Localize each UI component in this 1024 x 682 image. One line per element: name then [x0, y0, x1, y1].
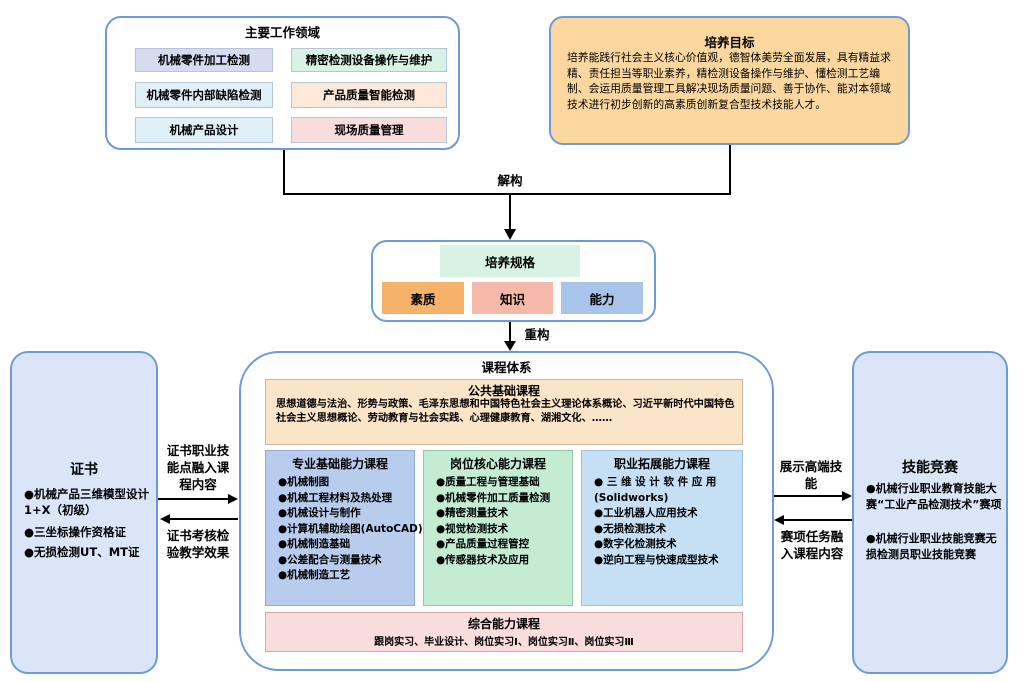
course-item: ●精密测量技术 [436, 507, 509, 519]
training-spec-box: 培养规格 素质 知识 能力 [371, 240, 656, 322]
course-item: ● 三 维 设 计 软 件 应 用 [594, 476, 717, 488]
work-area-tag: 现场质量管理 [291, 117, 447, 143]
certificate-item: ●机械产品三维模型设计1+X（初级） [24, 487, 150, 517]
work-areas-box: 主要工作领域 机械零件加工检测 精密检测设备操作与维护 机械零件内部缺陷检测 产… [105, 16, 460, 150]
training-spec-title: 培养规格 [440, 245, 580, 277]
training-goal-title: 培养目标 [704, 35, 755, 50]
course-item: ●逆向工程与快速成型技术 [594, 553, 719, 566]
course-column-title: 专业基础能力课程 [291, 457, 388, 471]
label-reconstruct: 重构 [524, 327, 550, 342]
spec-tag-ability: 能力 [561, 282, 643, 314]
certificate-item: ●无损检测UT、MT证 [24, 545, 140, 559]
course-list: ● 三 维 设 计 软 件 应 用 (Solidworks) ●工业机器人应用技… [594, 475, 740, 568]
arrow-head-right [228, 494, 238, 504]
label-comp-in: 赛项任务融入课程内容 [780, 529, 844, 561]
comprehensive-course-text: 跟岗实习、毕业设计、岗位实习Ⅰ、岗位实习Ⅱ、岗位实习Ⅲ [374, 637, 634, 648]
course-item: ●无损检测技术 [594, 522, 667, 535]
course-list: ●质量工程与管理基础 ●机械零件加工质量检测 ●精密测量技术 ●视觉检测技术 ●… [436, 475, 572, 568]
work-area-tag: 机械产品设计 [135, 117, 273, 143]
spec-tag-knowledge: 知识 [472, 282, 553, 314]
competition-title: 技能竞赛 [902, 460, 958, 476]
course-item: ●产品质量过程管控 [436, 538, 530, 550]
public-course-title: 公共基础课程 [467, 384, 540, 398]
course-item: ●机械制造基础 [278, 538, 351, 550]
course-column-title: 职业拓展能力课程 [613, 457, 710, 471]
course-item: ●机械制造工艺 [278, 569, 351, 581]
arrow-head-left [160, 514, 170, 524]
training-goal-box: 培养目标 培养能践行社会主义核心价值观，德智体美劳全面发展，具有精益求精、责任担… [549, 16, 910, 145]
work-area-tag: 机械零件加工检测 [135, 48, 273, 72]
course-column-title: 岗位核心能力课程 [449, 457, 546, 471]
spec-tag-quality: 素质 [382, 282, 464, 314]
comprehensive-course-box: 综合能力课程 跟岗实习、毕业设计、岗位实习Ⅰ、岗位实习Ⅱ、岗位实习Ⅲ [265, 612, 743, 652]
arrow-head-left [774, 515, 784, 525]
comprehensive-course-title: 综合能力课程 [467, 617, 540, 631]
course-item: ●数字化检测技术 [594, 538, 677, 550]
curriculum-box: 课程体系 公共基础课程 思想道德与法治、形势与政策、毛泽东思想和中国特色社会主义… [239, 351, 774, 671]
course-column-basic: 专业基础能力课程 ●机械制图 ●机械工程材料及热处理 ●机械设计与制作 ●计算机… [265, 450, 423, 606]
course-item: ●机械工程材料及热处理 [278, 491, 393, 504]
course-item: ●质量工程与管理基础 [436, 476, 540, 488]
label-comp-out: 展示高端技能 [779, 459, 843, 491]
work-area-tag: 产品质量智能检测 [291, 82, 447, 108]
curriculum-title: 课程体系 [481, 360, 532, 375]
work-area-tag: 精密检测设备操作与维护 [291, 48, 447, 72]
arrow-head-down [504, 341, 516, 351]
course-item: ●机械零件加工质量检测 [436, 491, 551, 504]
course-list: ●机械制图 ●机械工程材料及热处理 ●机械设计与制作 ●计算机辅助绘图(Auto… [278, 475, 423, 584]
course-item: ●工业机器人应用技术 [594, 507, 698, 519]
training-goal-text: 培养能践行社会主义核心价值观，德智体美劳全面发展，具有精益求精、责任担当等职业素… [567, 51, 891, 111]
course-column-core: 岗位核心能力课程 ●质量工程与管理基础 ●机械零件加工质量检测 ●精密测量技术 … [423, 450, 573, 606]
course-item: ●机械设计与制作 [278, 507, 361, 519]
course-column-extension: 职业拓展能力课程 ● 三 维 设 计 软 件 应 用 (Solidworks) … [581, 450, 743, 606]
work-areas-title: 主要工作领域 [244, 25, 320, 40]
connector-line [509, 193, 511, 229]
public-course-text: 思想道德与法治、形势与政策、毛泽东思想和中国特色社会主义理论体系概论、习近平新时… [276, 399, 735, 424]
public-course-box: 公共基础课程 思想道德与法治、形势与政策、毛泽东思想和中国特色社会主义理论体系概… [265, 379, 743, 445]
arrow-head-right [842, 491, 852, 501]
connector-line [509, 322, 511, 342]
course-item: (Solidworks) [594, 491, 669, 504]
competition-item: ●机械行业职业技能竞赛无损检测员职业技能竞赛 [866, 532, 997, 561]
course-item: ●机械制图 [278, 476, 330, 488]
course-item: ●传感器技术及应用 [436, 553, 530, 566]
competition-box: 技能竞赛 ●机械行业职业教育技能大赛“工业产品检测技术”赛项 ●机械行业职业技能… [852, 351, 1008, 674]
label-cert-out: 证书考核检验教学效果 [166, 528, 230, 560]
work-area-tag: 机械零件内部缺陷检测 [135, 82, 273, 108]
course-item: ●视觉检测技术 [436, 522, 509, 535]
certificate-title: 证书 [70, 462, 98, 478]
connector-line [283, 193, 731, 195]
arrow-head-down [504, 229, 516, 240]
connector-line [283, 150, 285, 195]
certificate-box: 证书 ●机械产品三维模型设计1+X（初级） ●三坐标操作资格证 ●无损检测UT、… [10, 351, 158, 674]
competition-item: ●机械行业职业教育技能大赛“工业产品检测技术”赛项 [866, 482, 1002, 511]
certificate-item: ●三坐标操作资格证 [24, 525, 127, 539]
connector-line [729, 145, 731, 195]
label-deconstruct: 解构 [497, 173, 523, 188]
label-cert-in: 证书职业技能点融入课程内容 [166, 443, 230, 492]
course-item: ●公差配合与测量技术 [278, 553, 382, 566]
course-item: ●计算机辅助绘图(AutoCAD) [278, 522, 423, 535]
